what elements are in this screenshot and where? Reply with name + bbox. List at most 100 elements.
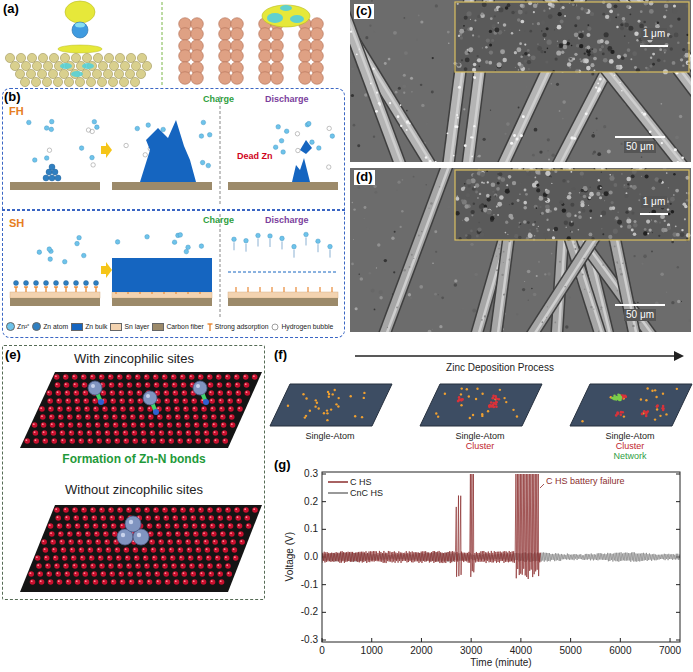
sem-image	[503, 23, 507, 27]
sem-image	[488, 61, 492, 65]
charge-density-figure	[58, 45, 102, 53]
carbon-sheet	[74, 383, 76, 385]
deposition-schematic	[292, 244, 297, 249]
charge-density-figure	[60, 63, 72, 69]
carbon-sheet	[115, 431, 117, 433]
carbon-sheet	[20, 372, 262, 448]
carbon-sheet	[227, 390, 233, 396]
deposition-schematic	[74, 281, 79, 286]
carbon-sheet	[253, 508, 255, 510]
carbon-sheet	[84, 406, 90, 412]
sem-image	[586, 45, 590, 49]
deposition-schematic	[14, 286, 18, 287]
sem-image	[490, 109, 491, 110]
carbon-sheet	[66, 391, 68, 393]
carbon-sheet	[212, 415, 214, 417]
carbon-sheet	[75, 516, 77, 518]
deposition-schematic	[62, 259, 67, 264]
sem-image	[535, 207, 537, 209]
sem-image	[523, 206, 527, 210]
charge-density-figure	[75, 23, 85, 28]
sem-image	[668, 187, 669, 188]
carbon-sheet	[93, 516, 95, 518]
carbon-sheet	[171, 374, 177, 380]
sem-image	[398, 87, 401, 90]
sem-image	[675, 135, 679, 139]
charge-density-figure	[191, 28, 204, 41]
charge-density-figure	[271, 72, 284, 85]
deposition-schematic	[319, 287, 320, 292]
sem-image	[477, 15, 480, 18]
carbon-sheet	[180, 374, 186, 380]
sem-image	[393, 271, 395, 273]
carbon-sheet	[138, 406, 144, 412]
sem-image	[460, 36, 463, 39]
sem-image	[397, 181, 400, 184]
carbon-sheet	[78, 438, 84, 444]
sem-image	[534, 128, 538, 132]
sem-image	[616, 65, 621, 70]
sem-image	[611, 201, 614, 204]
sem-image	[615, 304, 665, 306]
sem-image	[357, 144, 360, 147]
sem-image	[593, 57, 597, 61]
carbon-sheet	[235, 508, 237, 510]
carbon-sheet	[155, 383, 157, 385]
carbon-sheet	[170, 439, 172, 441]
charge-density-figure	[93, 53, 102, 62]
sem-image	[536, 275, 538, 277]
sem-image	[510, 28, 512, 30]
charge-density-figure	[119, 77, 128, 86]
sem-image	[470, 230, 473, 233]
carbon-sheet	[203, 399, 209, 405]
charge-density-figure	[114, 69, 123, 78]
sem-image	[557, 25, 562, 30]
carbon-sheet	[225, 374, 231, 380]
sem-image	[517, 62, 521, 66]
deposition-schematic	[176, 292, 177, 294]
carbon-sheet	[113, 422, 119, 428]
carbon-sheet	[182, 383, 184, 385]
sem-image	[588, 205, 589, 206]
sem-image	[462, 220, 463, 221]
sem-image	[465, 234, 468, 237]
sem-image	[574, 32, 579, 37]
sem-image	[670, 47, 673, 50]
carbon-sheet	[136, 375, 138, 377]
carbon-sheet	[158, 422, 164, 428]
sem-image	[570, 67, 571, 68]
sem-image	[569, 296, 571, 298]
sem-image	[547, 272, 550, 275]
deposition-schematic	[178, 233, 183, 238]
sem-image	[420, 84, 422, 86]
carbon-sheet	[173, 390, 179, 396]
charge-density-figure	[20, 77, 29, 86]
sem-image	[350, 168, 691, 332]
sem-image	[517, 199, 520, 202]
carbon-sheet	[217, 508, 219, 510]
carbon-sheet	[210, 391, 212, 393]
deposition-schematic	[44, 281, 49, 286]
charge-density-figure	[32, 61, 41, 70]
charge-density-figure	[26, 69, 35, 78]
carbon-sheet	[167, 415, 169, 417]
sem-image	[374, 309, 376, 311]
carbon-sheet	[178, 431, 180, 433]
sem-image	[690, 54, 691, 57]
carbon-sheet	[94, 407, 96, 409]
carbon-sheet	[209, 383, 211, 385]
deposition-schematic	[112, 258, 212, 292]
sem-image	[584, 288, 586, 290]
carbon-sheet	[226, 382, 232, 388]
carbon-sheet	[172, 375, 174, 377]
carbon-sheet	[47, 398, 53, 404]
carbon-sheet	[184, 414, 190, 420]
deposition-schematic	[54, 281, 59, 286]
sem-image	[472, 34, 474, 36]
charge-density-figure	[108, 77, 117, 86]
sem-image	[359, 273, 360, 274]
sem-image	[617, 220, 622, 225]
sem-image	[624, 191, 625, 192]
charge-density-figure	[82, 53, 91, 62]
sem-image	[590, 195, 592, 197]
